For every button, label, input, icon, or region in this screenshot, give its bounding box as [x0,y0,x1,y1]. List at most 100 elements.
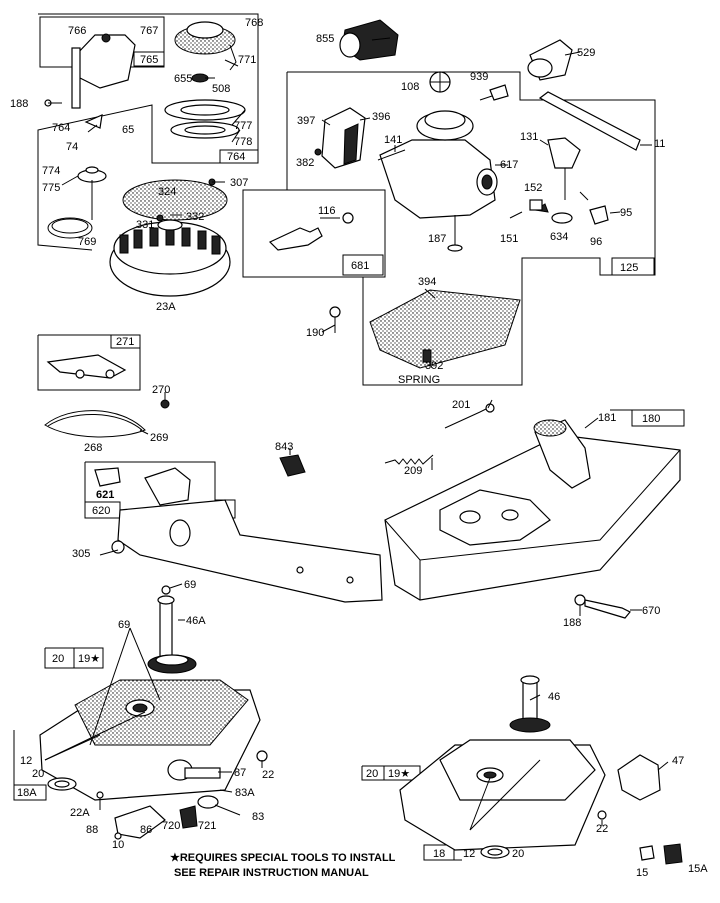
callout-22a: 22A [70,807,90,819]
callout-778: 778 [234,136,252,148]
callout-18a: 18A [17,787,37,799]
callout-152: 152 [524,182,542,194]
carburetor-617-part [379,139,496,219]
control-bracket-group [84,403,495,603]
callout-764-box: 764 [227,151,245,163]
box-18 [423,844,455,861]
callout-394: 394 [418,276,436,288]
callout-396: 396 [372,111,390,123]
callout-843: 843 [275,441,293,453]
plug-15-part [639,845,655,861]
callout-331: 331 [136,219,154,231]
callout-10: 10 [112,839,124,851]
callout-720: 720 [162,820,180,832]
callout-20: 20 [32,768,44,780]
callout-774: 774 [42,165,60,177]
callout-131: 131 [520,131,538,143]
callout-777: 777 [234,120,252,132]
screw-305-part [111,540,125,554]
callout-332: 332 [186,211,204,223]
callout-12: 12 [20,755,32,767]
callout-634: 634 [550,231,568,243]
callout-22-right: 22 [596,823,608,835]
callout-20-right-box: 20 [366,768,378,780]
callout-939: 939 [470,71,488,83]
link-201-part [444,407,489,429]
washer-634-part [551,212,573,224]
callout-617: 617 [500,159,518,171]
nut-96-part [589,205,609,225]
callout-305: 305 [72,548,90,560]
callout-88: 88 [86,824,98,836]
callout-15a: 15A [688,863,708,875]
callout-65: 65 [122,124,134,136]
callout-771: 771 [238,54,256,66]
callout-855: 855 [316,33,334,45]
callout-767: 767 [140,25,158,37]
callout-271: 271 [116,336,134,348]
callout-125: 125 [620,262,638,274]
callout-18: 18 [433,848,445,860]
part-843 [279,454,306,477]
spring-209-part [384,454,434,465]
callout-769: 769 [78,236,96,248]
filler-neck-181-part [534,419,591,489]
callout-382: 382 [296,157,314,169]
flywheel-group [37,13,259,297]
callout-83: 83 [252,811,264,823]
callout-47: 47 [672,755,684,767]
callout-670: 670 [642,605,660,617]
callout-46: 46 [548,691,560,703]
bolt-188-part [574,594,586,606]
callout-86: 86 [140,824,152,836]
callout-19-box: 19★ [78,653,100,665]
callout-655: 655 [174,73,192,85]
spring-label: SPRING [398,374,440,386]
callout-621: 621 [96,489,114,501]
callout-141: 141 [384,134,402,146]
crankshaft-46a-part [159,599,173,661]
callout-83a: 83A [235,787,255,799]
callout-69-top: 69 [184,579,196,591]
belt-268-part [44,410,146,438]
special-tools-note: ★REQUIRES SPECIAL TOOLS TO INSTALL SEE R… [170,851,430,881]
nut-270-part [160,399,170,409]
leader-lines [44,37,669,831]
needle-116-part [268,227,323,251]
part-86 [114,805,166,839]
governor-link-group [37,334,170,438]
box-681 [342,254,384,276]
callout-765: 765 [140,54,158,66]
box-180 [631,409,685,427]
spring-769-part [47,217,93,239]
valve-131-part [547,137,581,169]
callout-151: 151 [500,233,518,245]
callout-270: 270 [152,384,170,396]
part-670 [584,599,631,619]
part-396 [321,107,366,169]
intake-parts [339,19,573,81]
box-765-tag [133,51,165,67]
callout-764: 764 [52,122,70,134]
callout-268: 268 [84,442,102,454]
callout-397: 397 [297,115,315,127]
callout-324: 324 [158,186,176,198]
part-83 [197,795,219,809]
screw-939-part [489,84,509,101]
callout-768: 768 [245,17,263,29]
callout-74: 74 [66,141,78,153]
diaphragm-394-part [369,289,521,369]
callout-209: 209 [404,465,422,477]
callout-96: 96 [590,236,602,248]
callout-labels: 766 767 765 768 771 655 508 188 764 74 6… [10,17,708,879]
carburetor-group [242,71,656,386]
part-47 [617,754,661,801]
bolt-187-part [447,244,463,252]
note-line-1: ★REQUIRES SPECIAL TOOLS TO INSTALL [170,852,396,864]
callout-681: 681 [351,260,369,272]
callout-190: 190 [306,327,324,339]
bracket-620-part [117,499,383,603]
callout-307: 307 [230,177,248,189]
callout-20-right: 20 [512,848,524,860]
